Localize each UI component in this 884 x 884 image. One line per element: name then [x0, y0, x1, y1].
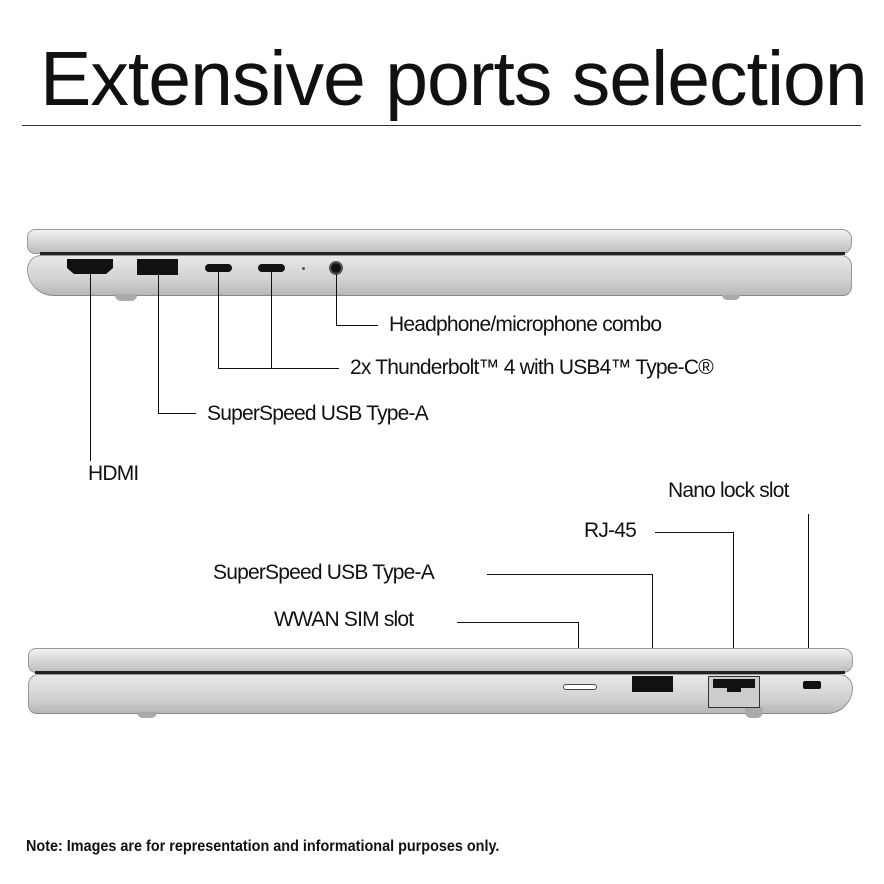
- led-indicator: [302, 267, 305, 270]
- foot: [115, 294, 137, 301]
- laptop-lid: [28, 648, 853, 673]
- laptop-lid: [27, 229, 852, 254]
- usb-c-port: [258, 264, 285, 272]
- usb-a-port: [632, 676, 673, 692]
- label-usb-a-left: SuperSpeed USB Type-A: [207, 402, 429, 425]
- hinge-gap: [35, 671, 845, 674]
- page-title: Extensive ports selection: [40, 36, 868, 122]
- foot: [722, 295, 740, 300]
- nano-lock-slot: [803, 681, 821, 689]
- label-hdmi: HDMI: [88, 462, 139, 485]
- label-usb-a-right: SuperSpeed USB Type-A: [213, 561, 435, 584]
- disclaimer-note: Note: Images are for representation and …: [26, 838, 500, 855]
- audio-jack: [329, 261, 343, 275]
- label-nano-lock: Nano lock slot: [668, 479, 790, 502]
- label-sim: WWAN SIM slot: [274, 608, 414, 631]
- foot: [745, 707, 763, 718]
- sim-slot: [563, 684, 597, 690]
- label-rj45: RJ-45: [584, 519, 637, 542]
- label-thunderbolt: 2x Thunderbolt™ 4 with USB4™ Type-C®: [350, 356, 714, 379]
- usb-a-port: [137, 259, 178, 275]
- foot: [137, 712, 157, 718]
- divider: [22, 125, 861, 126]
- hinge-gap: [40, 252, 845, 255]
- usb-c-port: [205, 264, 232, 272]
- label-headphone: Headphone/microphone combo: [389, 313, 662, 336]
- rj45-port: [708, 676, 760, 708]
- hdmi-port: [67, 259, 113, 274]
